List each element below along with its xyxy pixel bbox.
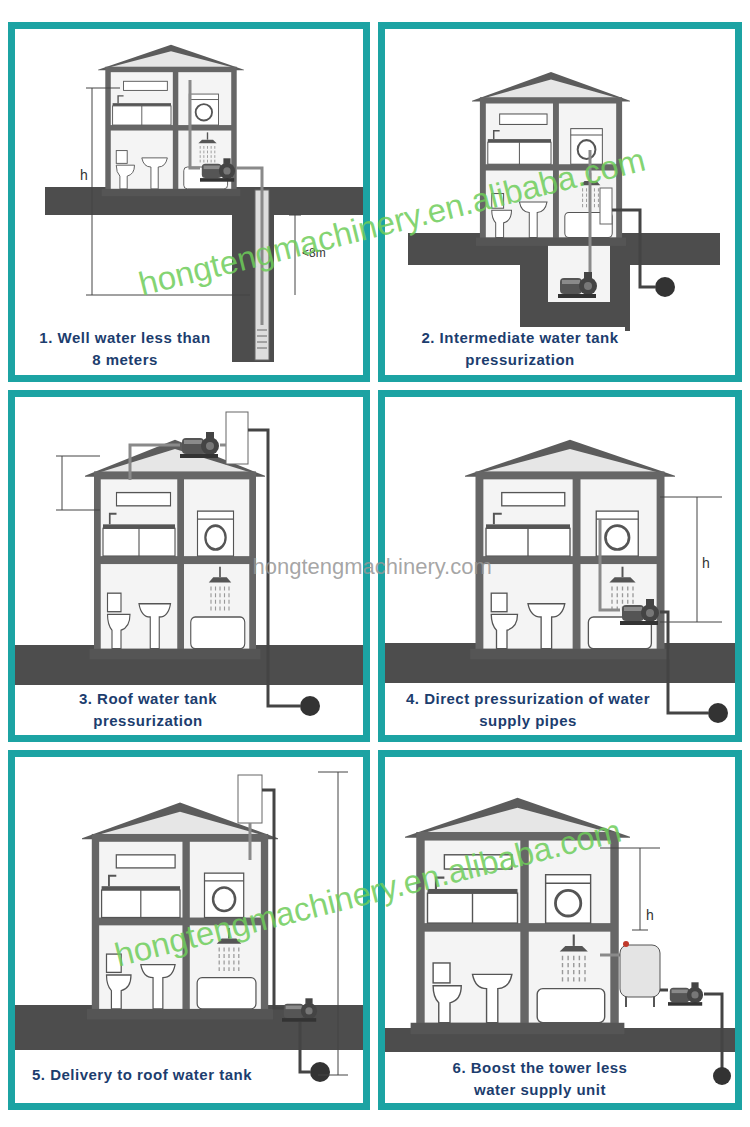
illustration-part (200, 158, 235, 181)
illustration-part (238, 775, 262, 823)
illustration-part (257, 330, 267, 348)
dimension-label: h (80, 168, 88, 183)
illustration-part (282, 998, 317, 1021)
scenario-caption: 3. Roof water tank pressurization (43, 688, 253, 732)
illustration-part (660, 612, 708, 713)
dimension-label: h (702, 556, 710, 571)
illustration-part (600, 954, 620, 957)
scene-well (45, 45, 365, 362)
scene-direct-pressurization (385, 440, 735, 723)
illustration-part (300, 1022, 310, 1072)
illustration-part (623, 941, 629, 947)
illustration-part (558, 272, 597, 298)
illustration-part (660, 497, 722, 622)
watermark: hongtengmachinery.com (253, 555, 492, 579)
illustration-part (713, 1067, 731, 1085)
scenario-caption: 4. Direct pressurization of water supply… (403, 688, 653, 732)
illustration-part (708, 703, 728, 723)
illustration-part (300, 696, 320, 716)
illustration-part (130, 445, 180, 480)
dimension-label: h (646, 908, 654, 923)
illustration-part (600, 188, 612, 224)
scenario-panel: 6. Boost the tower less water supply uni… (378, 750, 742, 1110)
illustration-part (668, 982, 703, 1005)
illustration-part (548, 240, 610, 302)
illustration-part (660, 989, 668, 992)
illustration-part (600, 848, 660, 930)
illustration-part (96, 45, 246, 196)
scenario-caption: 6. Boost the tower less water supply uni… (430, 1057, 650, 1101)
illustration-part (704, 994, 722, 1068)
illustration-part (226, 412, 248, 464)
scenario-caption: 5. Delivery to roof water tank (17, 1064, 267, 1086)
illustration-part (310, 1062, 330, 1082)
illustration-part (318, 772, 348, 1075)
illustration-part (220, 444, 226, 447)
illustration-part (626, 997, 654, 1007)
scenario-caption: 1. Well water less than 8 meters (35, 327, 215, 371)
illustration-part (612, 210, 655, 287)
illustration-part (655, 277, 675, 297)
illustration-part (600, 520, 620, 610)
illustration-part (520, 233, 630, 331)
illustration-part (190, 80, 200, 168)
illustration-part (620, 599, 659, 625)
scenario-caption: 2. Intermediate water tank pressurizatio… (415, 327, 625, 371)
illustration-part (249, 823, 252, 860)
illustration-part (180, 432, 219, 458)
illustration-part (462, 440, 677, 660)
illustration-part (83, 440, 268, 660)
illustration-part (620, 945, 660, 997)
scenario-panel: 1. Well water less than 8 meters (8, 22, 370, 382)
illustration-part (56, 456, 100, 510)
